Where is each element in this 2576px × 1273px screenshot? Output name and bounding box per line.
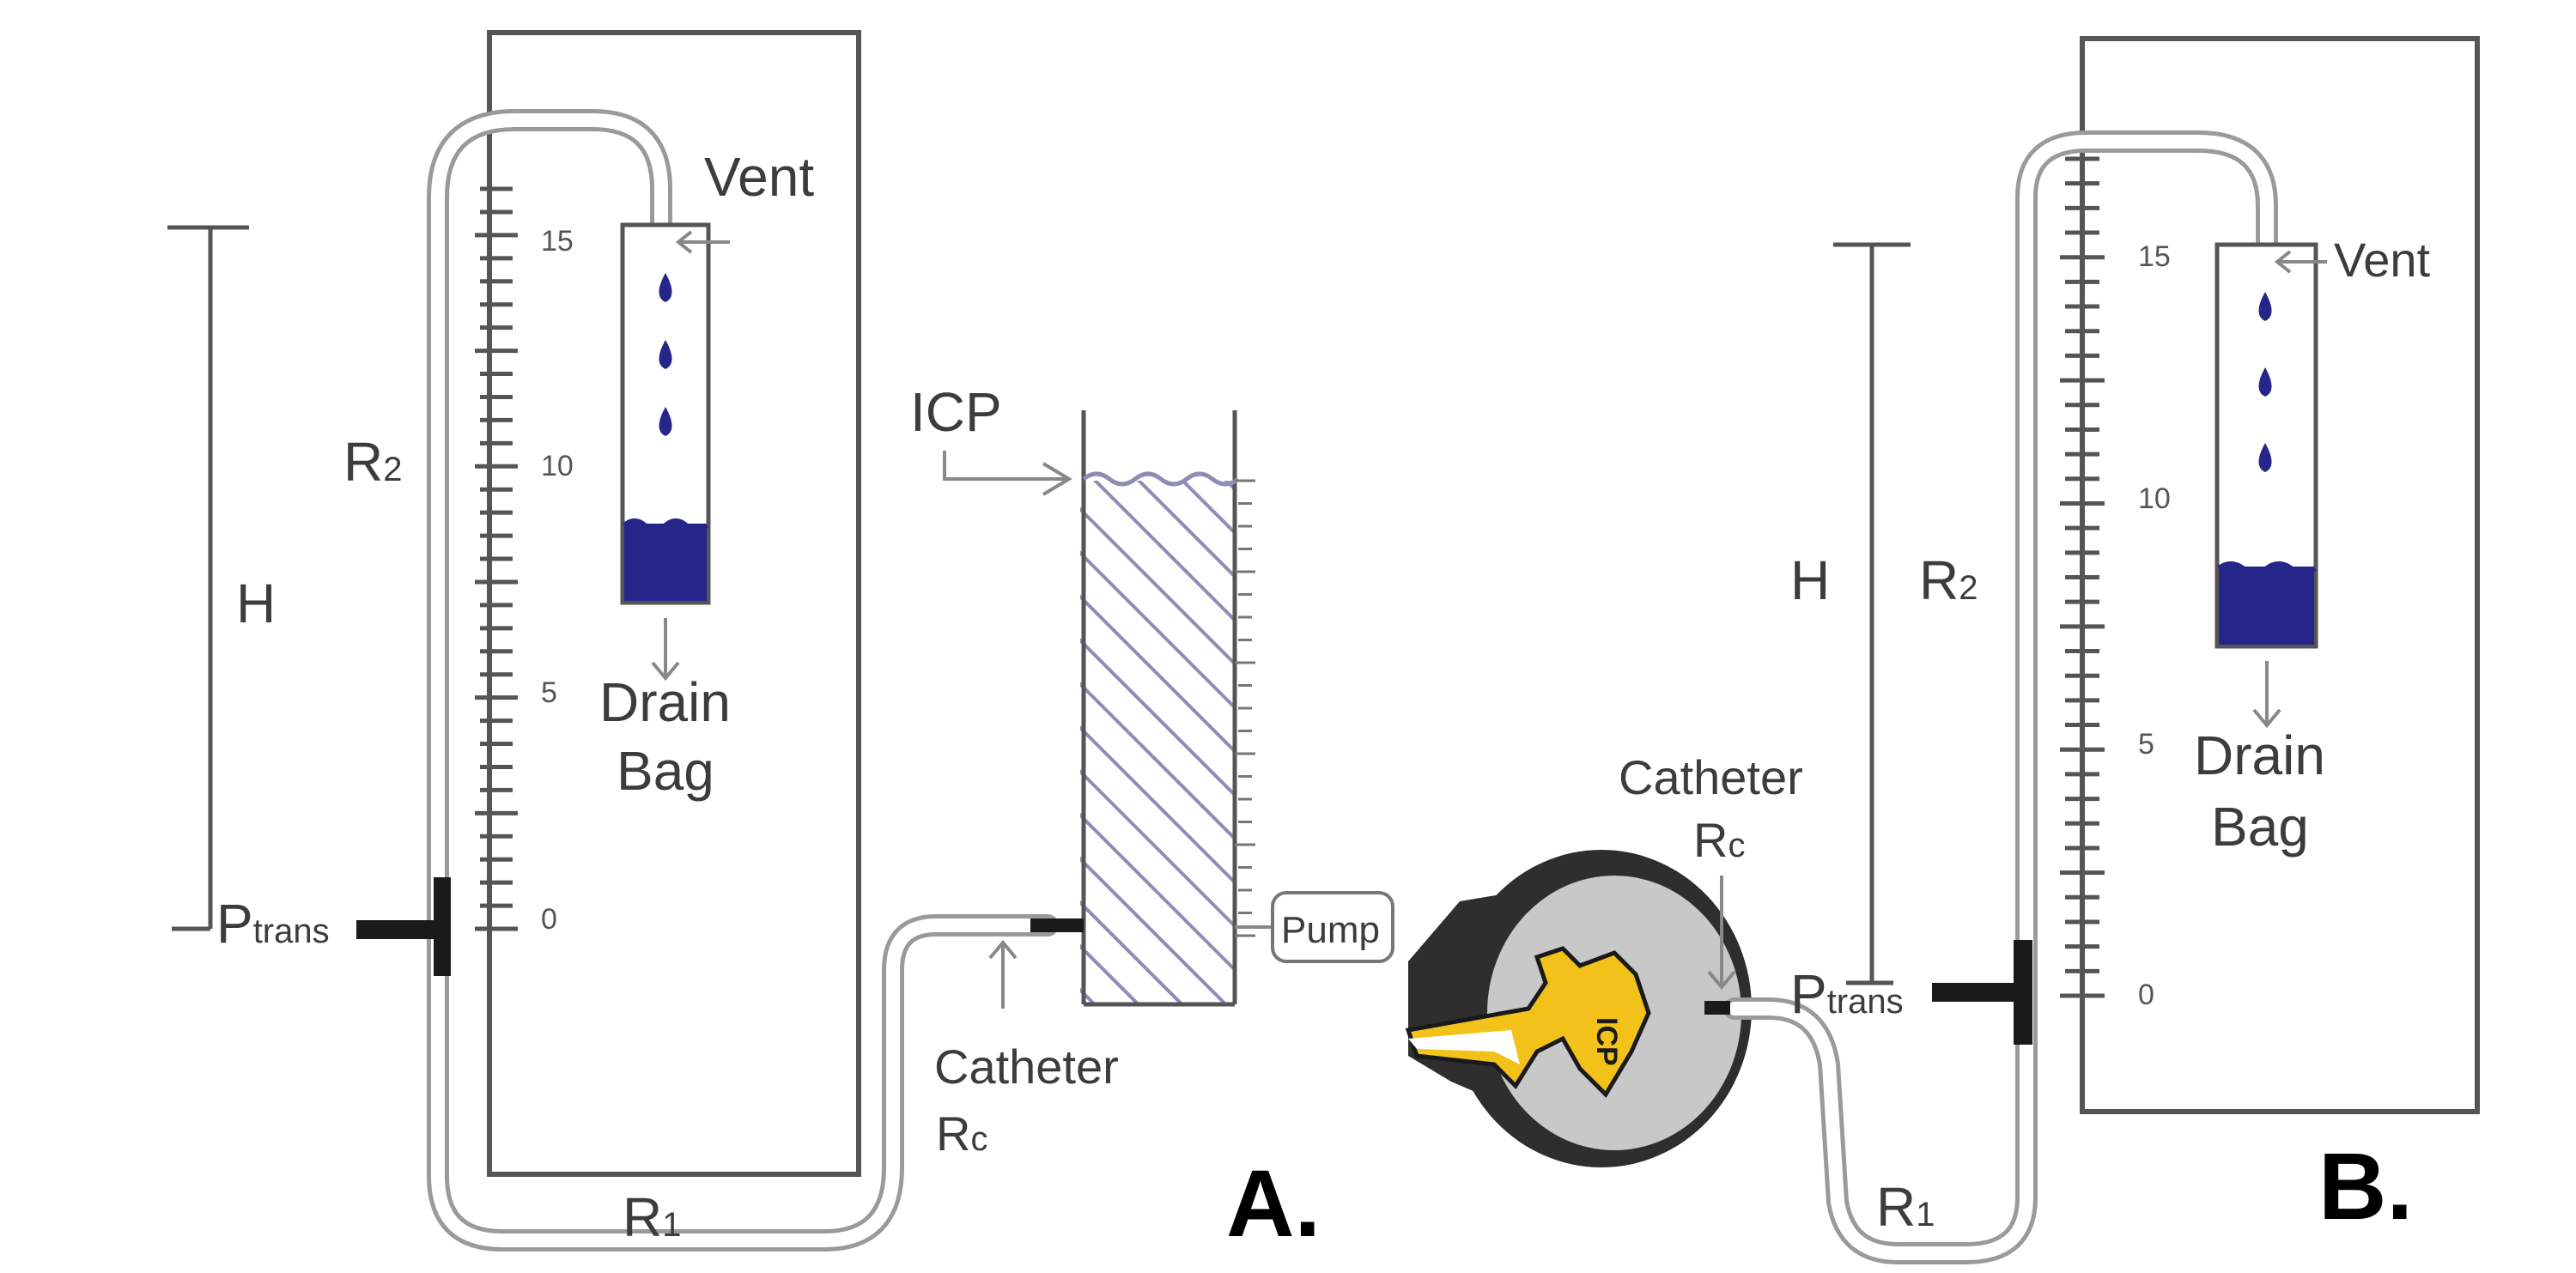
r2-label-b: R2 (1919, 549, 1978, 611)
drop-icon (2258, 443, 2272, 472)
ventricle-yellow (1405, 946, 1651, 1099)
vent-arrow-icon (675, 230, 730, 254)
drop-icon (2258, 292, 2272, 321)
scale-label-b-10: 10 (2138, 482, 2171, 515)
scale-ticks-b (2060, 156, 2105, 998)
drain-tube-b (1723, 130, 2278, 1264)
pump-label: Pump (1281, 909, 1380, 951)
h-label-b: H (1790, 549, 1830, 611)
scale-label-0: 0 (541, 903, 557, 936)
icp-label: ICP (910, 381, 1002, 443)
pump-box (1271, 891, 1394, 963)
scale-label-b-0: 0 (2138, 979, 2154, 1011)
catheter-arrow-icon (988, 939, 1018, 1009)
transducer-a (356, 920, 442, 939)
icp-reservoir (1080, 481, 1235, 1004)
scale-ticks-a (475, 186, 518, 931)
r1-label-a: R1 (623, 1186, 681, 1248)
drop-icon (659, 407, 672, 436)
bag-label-a: Bag (617, 740, 714, 802)
rc-label-a: Rc (936, 1106, 987, 1161)
ptrans-label-b: Ptrans (1790, 963, 1904, 1025)
r1-label-b: R1 (1876, 1176, 1935, 1238)
drip-chamber-fluid-b (2219, 567, 2314, 645)
drip-chamber-fluid-a (624, 524, 707, 601)
rc-label-b: Rc (1693, 813, 1745, 867)
panel-a: 0 5 10 15 Vent Drain Bag H R2 R1 (167, 30, 1394, 1257)
panel-letter-a: A. (1226, 1151, 1321, 1257)
ptrans-label-a: Ptrans (216, 893, 330, 955)
down-arrow-icon (2252, 661, 2281, 729)
head-cross-section: ICP (1405, 850, 1752, 1167)
r2-label-a: R2 (343, 431, 402, 493)
scale-label-10: 10 (541, 450, 574, 482)
vent-arrow-icon (2274, 250, 2327, 274)
drop-icon (659, 273, 672, 302)
drain-label-b: Drain (2194, 724, 2325, 786)
catheter-label-a: Catheter (934, 1040, 1119, 1094)
scale-label-b-15: 15 (2138, 240, 2171, 273)
vent-label-a: Vent (704, 146, 814, 208)
icp-brain-label: ICP (1590, 1017, 1623, 1066)
h-label-a: H (236, 573, 276, 634)
catheter-connector-a (1030, 918, 1084, 932)
catheter-label-b: Catheter (1619, 750, 1803, 804)
icp-arrow-icon (943, 451, 1072, 496)
panel-letter-b: B. (2318, 1134, 2413, 1240)
catheter-arrow-icon (1707, 876, 1736, 991)
scale-label-5: 5 (541, 676, 557, 709)
panel-b: 0 5 10 15 Vent Drain Bag H R2 R1 Ptrans … (1619, 36, 2480, 1264)
drop-icon (2258, 367, 2272, 397)
down-arrow-icon (651, 618, 680, 682)
reservoir-ticks (1235, 479, 1255, 937)
catheter-connector-b (1704, 1001, 1730, 1015)
scale-label-b-5: 5 (2138, 728, 2154, 761)
height-bracket-a (167, 225, 249, 931)
transducer-b (1932, 983, 2022, 1002)
height-bracket-b (1833, 242, 1911, 985)
vent-label-b: Vent (2334, 233, 2431, 287)
drop-icon (659, 340, 672, 369)
bag-label-b: Bag (2211, 796, 2309, 858)
drain-label-a: Drain (599, 671, 731, 733)
scale-label-15: 15 (541, 225, 574, 258)
